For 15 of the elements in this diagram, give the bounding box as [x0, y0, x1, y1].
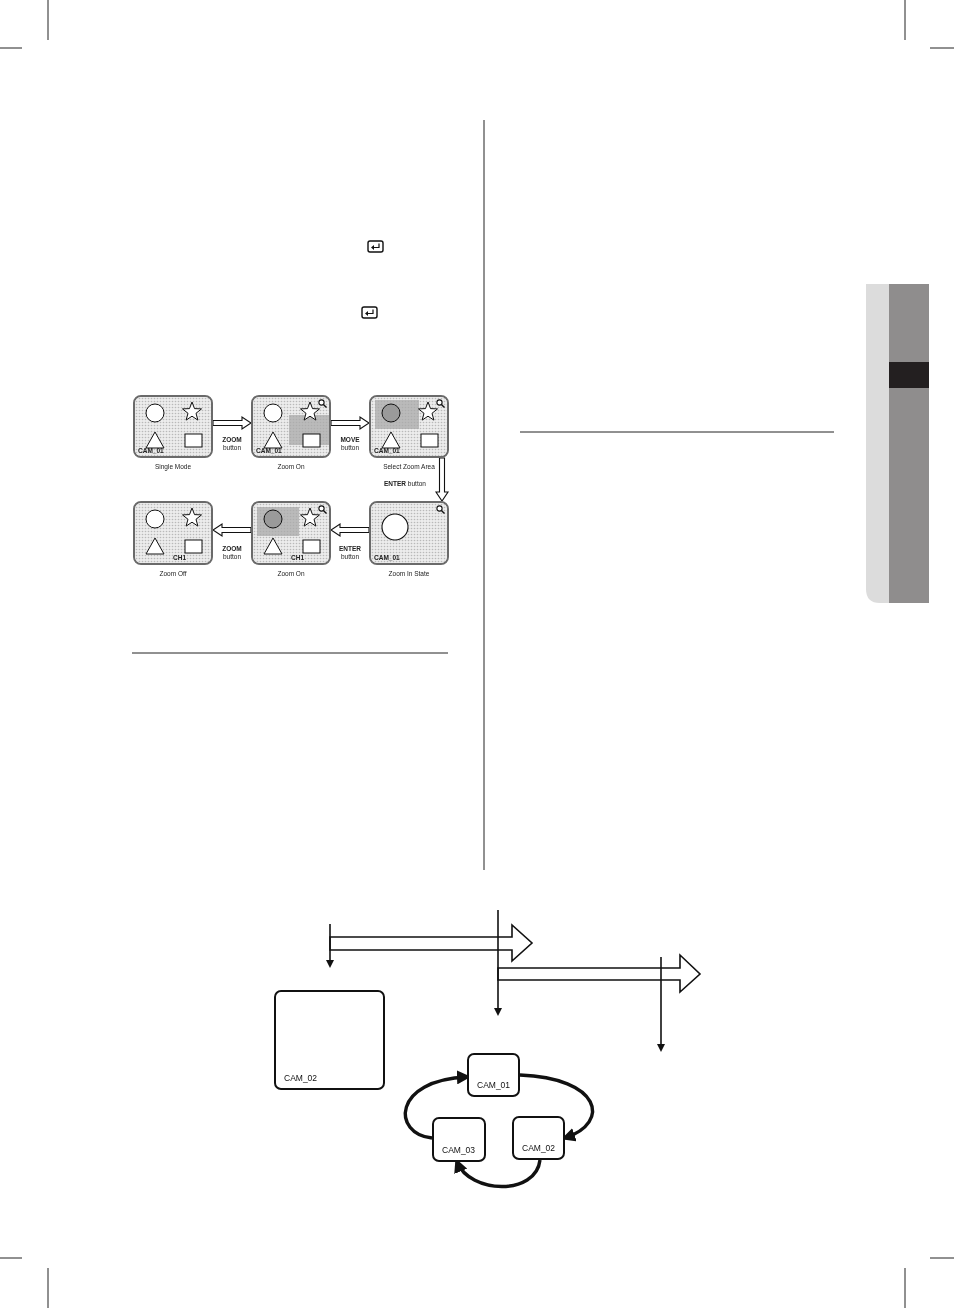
hollow-arrow — [212, 415, 252, 431]
channel-label: CAM_03 — [442, 1145, 476, 1154]
hollow-arrow — [212, 522, 252, 538]
hollow-arrow — [434, 457, 450, 502]
hollow-arrow — [330, 415, 370, 431]
channel-label: CAM_01 — [477, 1080, 511, 1089]
curved-arrow — [455, 1158, 542, 1189]
curved-arrow — [519, 1073, 594, 1141]
channel-label: CAM_02 — [284, 1073, 318, 1082]
hollow-arrow — [330, 522, 370, 538]
camera-view-box — [467, 1053, 520, 1097]
camera-view-box — [274, 990, 385, 1090]
camera-view-box — [512, 1116, 565, 1160]
channel-label: CAM_02 — [522, 1143, 556, 1152]
camera-view-box — [432, 1117, 486, 1162]
